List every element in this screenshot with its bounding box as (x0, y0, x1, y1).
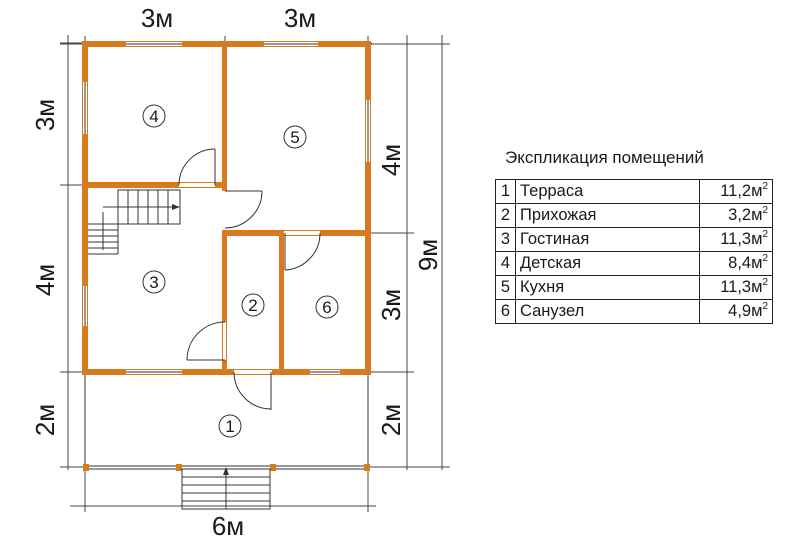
legend-number: 3 (495, 227, 516, 252)
room-4-number: 4 (149, 107, 158, 126)
room-6-marker: 6 (315, 295, 339, 319)
legend-room-name: Терраса (515, 179, 700, 204)
legend-area: 3,2м2 (699, 203, 773, 228)
dim-right-total: 9м (413, 239, 443, 271)
room-2-number: 2 (248, 296, 257, 315)
walls (82, 41, 371, 375)
room-3-marker: 3 (142, 270, 166, 294)
legend-room-name: Кухня (515, 275, 700, 300)
legend-number: 4 (495, 251, 516, 276)
legend-area: 8,4м2 (699, 251, 773, 276)
legend-row: 5 Кухня 11,3м2 (495, 275, 773, 300)
room-6-number: 6 (322, 298, 331, 317)
legend-title: Экспликация помещений (505, 148, 704, 167)
dimension-lines (60, 35, 450, 512)
room-5-number: 5 (290, 128, 299, 147)
dim-right-upper: 4м (376, 144, 406, 176)
legend-row: 4 Детская 8,4м2 (495, 251, 773, 276)
room-2-marker: 2 (241, 293, 265, 317)
room-5-marker: 5 (283, 125, 307, 149)
dim-top-right: 3м (284, 3, 316, 33)
legend-room-name: Санузел (515, 299, 700, 324)
legend-room-name: Детская (515, 251, 700, 276)
legend-row: 2 Прихожая 3,2м2 (495, 203, 773, 228)
room-3-number: 3 (149, 273, 158, 292)
legend-row: 3 Гостиная 11,3м2 (495, 227, 773, 252)
legend-area: 4,9м2 (699, 299, 773, 324)
windows (83, 42, 370, 374)
legend-table: 1 Терраса 11,2м2 2 Прихожая 3,2м2 3 Гост… (495, 179, 773, 324)
dim-bottom: 6м (212, 511, 244, 541)
legend-number: 5 (495, 275, 516, 300)
legend-row: 6 Санузел 4,9м2 (495, 299, 773, 324)
room-1-number: 1 (225, 417, 234, 436)
legend-area: 11,3м2 (699, 227, 773, 252)
legend-area: 11,3м2 (699, 275, 773, 300)
dim-left-middle: 4м (30, 264, 60, 296)
legend-row: 1 Терраса 11,2м2 (495, 179, 773, 204)
legend-number: 2 (495, 203, 516, 228)
dim-left-top: 3м (30, 99, 60, 131)
room-4-marker: 4 (142, 104, 166, 128)
legend-number: 6 (495, 299, 516, 324)
room-legend: Экспликация помещений 1 Терраса 11,2м2 2… (495, 148, 780, 324)
interior-stairs (88, 189, 181, 255)
dim-left-bottom: 2м (30, 404, 60, 436)
legend-number: 1 (495, 179, 516, 204)
dim-right-middle: 3м (376, 289, 406, 321)
entry-stairs (181, 467, 271, 510)
doors (178, 148, 321, 410)
room-1-marker: 1 (218, 414, 242, 438)
legend-room-name: Прихожая (515, 203, 700, 228)
legend-room-name: Гостиная (515, 227, 700, 252)
legend-area: 11,2м2 (699, 179, 773, 204)
dim-top-left: 3м (141, 3, 173, 33)
dim-right-bottom: 2м (376, 404, 406, 436)
